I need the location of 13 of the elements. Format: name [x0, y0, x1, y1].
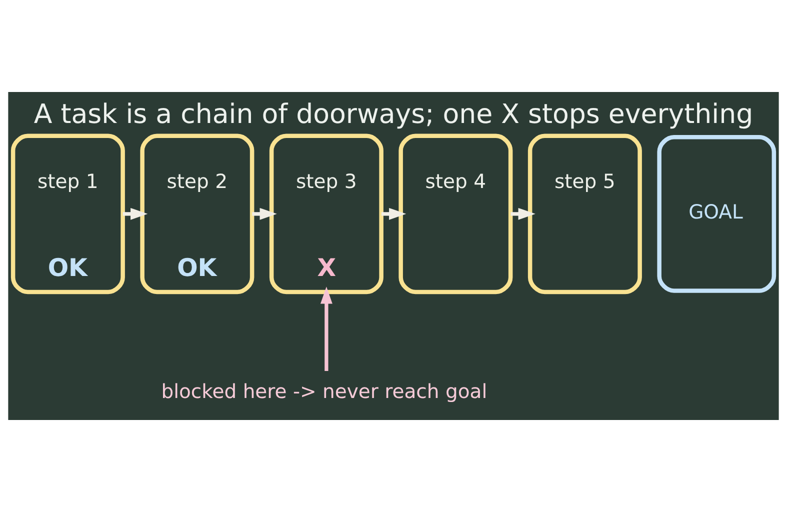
node-box: step 4: [398, 134, 513, 294]
diagram-title: A task is a chain of doorways; one X stops everything: [34, 99, 754, 130]
arrow: [320, 286, 332, 371]
node-text: blocked here -> never reach goal: [161, 380, 488, 403]
node-box: step 1 OK: [10, 134, 125, 294]
node-box: step 2 OK: [140, 134, 254, 294]
arrow: [122, 208, 148, 220]
node-box: GOAL: [657, 134, 776, 293]
node-box: step 3 X: [269, 134, 384, 294]
node-box: step 5: [528, 134, 642, 294]
arrow: [381, 208, 406, 220]
arrow: [510, 208, 536, 220]
arrow: [252, 208, 277, 220]
